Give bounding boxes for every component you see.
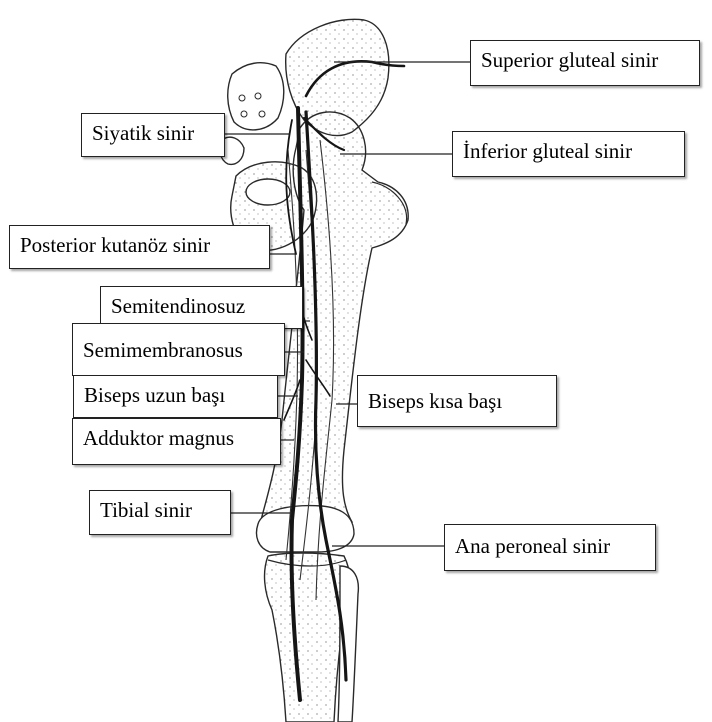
label-inferior-gluteal-nerve: İnferior gluteal sinir [452, 131, 685, 177]
label-adductor-magnus: Adduktor magnus [72, 418, 281, 465]
label-biceps-short-head: Biseps kısa başı [357, 375, 557, 427]
label-superior-gluteal-nerve: Superior gluteal sinir [470, 40, 700, 86]
label-tibial-nerve: Tibial sinir [89, 490, 231, 535]
label-biceps-long-head: Biseps uzun başı [73, 375, 278, 418]
label-posterior-cutaneous-nerve: Posterior kutanöz sinir [9, 225, 270, 269]
label-common-peroneal-nerve: Ana peroneal sinir [444, 524, 656, 571]
label-sciatic-nerve: Siyatik sinir [81, 113, 225, 157]
label-semimembranosus: Semimembranosus [72, 323, 285, 376]
